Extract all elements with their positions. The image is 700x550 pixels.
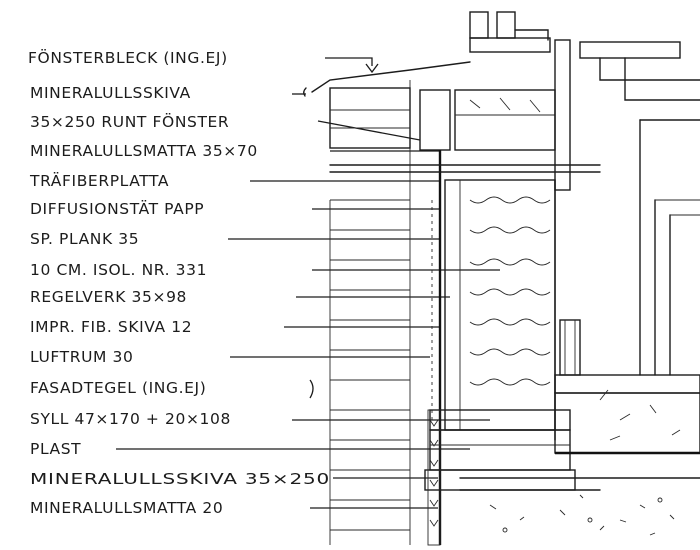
label-plast: PLAST <box>30 440 81 458</box>
facade-brick <box>329 80 411 545</box>
leader-fasadtegel-brace <box>309 379 314 399</box>
leader-fonsterbleck-arrow <box>365 63 379 74</box>
label-mineralullsmatta-20: MINERALULLSMATTA 20 <box>30 499 223 517</box>
interior <box>559 41 700 376</box>
label-fasadtegel: FASADTEGEL (ING.EJ) <box>30 379 206 397</box>
label-group: FÖNSTERBLECK (ING.EJ) MINERALULLSSKIVA 3… <box>28 48 330 517</box>
foundation <box>424 374 700 546</box>
label-mineralullsskiva-35x250: MINERALULLSSKIVA 35×250 <box>30 470 330 488</box>
wall-layers <box>431 179 556 441</box>
leader-runt-fonster <box>317 120 421 141</box>
label-fonsterbleck: FÖNSTERBLECK (ING.EJ) <box>28 48 228 67</box>
label-isolering: 10 CM. ISOL. NR. 331 <box>30 261 207 279</box>
leader-lines <box>116 57 500 509</box>
label-impr-fib-skiva: IMPR. FIB. SKIVA 12 <box>30 318 192 336</box>
label-mineralullsskiva: MINERALULLSSKIVA <box>30 84 191 102</box>
leader-fonsterbleck <box>325 57 373 66</box>
label-mineralullsmatta-35x70: MINERALULLSMATTA 35×70 <box>30 142 258 160</box>
label-luftrum: LUFTRUM 30 <box>30 348 133 366</box>
label-syll: SYLL 47×170 + 20×108 <box>30 410 231 428</box>
label-diffusionstat-papp: DIFFUSIONSTÄT PAPP <box>30 199 204 218</box>
label-regelverk: REGELVERK 35×98 <box>30 288 187 306</box>
label-sp-plank: SP. PLANK 35 <box>30 230 139 248</box>
label-runt-fonster: 35×250 RUNT FÖNSTER <box>30 112 229 131</box>
label-trafiberplatta: TRÄFIBERPLATTA <box>29 171 169 190</box>
